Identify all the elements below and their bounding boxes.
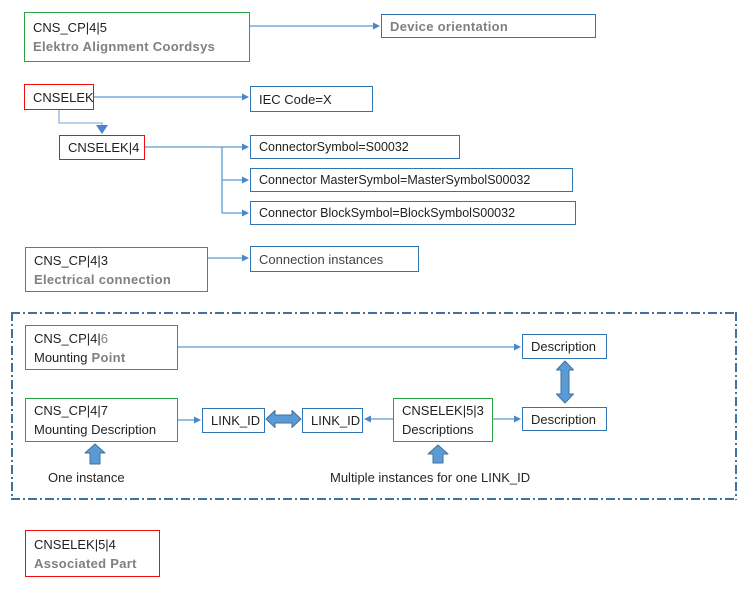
node-id: CNS_CP|4|6 xyxy=(34,329,169,348)
arrowhead-linkid-right xyxy=(364,415,371,423)
node-cns-cp-4-3: CNS_CP|4|3 Electrical connection xyxy=(25,247,208,292)
node-cns-cp-4-5: CNS_CP|4|5 Elektro Alignment Coordsys xyxy=(24,12,250,62)
arrow-heads xyxy=(96,22,521,424)
arrowhead-iec xyxy=(242,93,249,101)
arrowhead-device-orientation xyxy=(373,22,380,30)
block-arrows xyxy=(84,360,574,465)
frame-edge-top xyxy=(11,312,737,314)
node-label: Connector MasterSymbol=MasterSymbolS0003… xyxy=(259,172,531,187)
arrowhead-cnselek4-down xyxy=(96,125,108,134)
node-connector-block-symbol: Connector BlockSymbol=BlockSymbolS00032 xyxy=(250,201,576,225)
node-subtitle: Elektro Alignment Coordsys xyxy=(33,39,216,54)
arrowhead-description-top xyxy=(514,343,521,351)
double-arrow-linkid-horizontal xyxy=(265,410,302,428)
node-cnselek: CNSELEK xyxy=(24,84,94,110)
frame-edge-left xyxy=(11,312,13,500)
node-id: CNS_CP|4|5 xyxy=(33,20,107,35)
node-cnselek-4: CNSELEK|4 xyxy=(59,135,145,160)
node-id: CNSELEK|5|3 xyxy=(402,403,484,418)
node-cns-cp-4-7: CNS_CP|4|7 Mounting Description xyxy=(25,398,178,442)
node-cnselek-5-3: CNSELEK|5|3 Descriptions xyxy=(393,398,493,442)
up-arrow-multiple-instances xyxy=(427,444,449,464)
node-description-bottom: Description xyxy=(522,407,607,431)
node-subtitle: Associated Part xyxy=(34,555,137,571)
arrowhead-blocksymbol xyxy=(242,209,249,217)
node-connection-instances: Connection instances xyxy=(250,246,419,272)
annotation-multiple-instances: Multiple instances for one LINK_ID xyxy=(330,470,531,485)
arrowhead-linkid-left xyxy=(194,416,201,424)
node-connector-master-symbol: Connector MasterSymbol=MasterSymbolS0003… xyxy=(250,168,573,192)
annotation-one-instance: One instance xyxy=(48,470,125,485)
mounting-group-frame xyxy=(11,312,737,500)
node-link-id-right: LINK_ID xyxy=(302,408,363,433)
node-label: ConnectorSymbol=S00032 xyxy=(259,139,409,154)
connector-cnselek-elbow xyxy=(58,110,103,125)
node-subtitle: Electrical connection xyxy=(34,271,172,287)
node-id-main: CNS_CP|4| xyxy=(34,330,101,346)
node-label: Device orientation xyxy=(390,18,509,34)
node-label: CNSELEK|4 xyxy=(68,140,140,155)
node-subtitle: Mounting Description xyxy=(34,422,157,437)
node-label: Description xyxy=(531,339,597,354)
node-description-top: Description xyxy=(522,334,607,359)
node-iec-code: IEC Code=X xyxy=(250,86,373,112)
node-id: CNS_CP|4|7 xyxy=(34,403,108,418)
double-arrow-description-vertical xyxy=(556,360,574,404)
frame-edge-right xyxy=(735,312,737,500)
arrowhead-connectorsymbol xyxy=(242,143,249,151)
node-label: Description xyxy=(531,411,597,427)
arrowhead-mastersymbol xyxy=(242,176,249,184)
node-id-suffix: 6 xyxy=(100,330,108,346)
node-connector-symbol: ConnectorSymbol=S00032 xyxy=(250,135,460,159)
node-label: CNSELEK xyxy=(33,89,94,105)
node-id: CNSELEK|5|4 xyxy=(34,536,116,552)
frame-edge-bottom xyxy=(11,498,737,500)
node-label: IEC Code=X xyxy=(259,91,332,107)
up-arrow-one-instance xyxy=(84,443,106,465)
node-cnselek-5-4: CNSELEK|5|4 Associated Part xyxy=(25,530,160,577)
node-label: Connection instances xyxy=(259,251,384,267)
node-link-id-left: LINK_ID xyxy=(202,408,265,433)
node-label: LINK_ID xyxy=(211,413,261,428)
node-label: LINK_ID xyxy=(311,413,361,428)
node-subtitle: Descriptions xyxy=(402,422,474,437)
arrowhead-description-bottom xyxy=(514,415,521,423)
node-id: CNS_CP|4|3 xyxy=(34,252,108,268)
node-device-orientation: Device orientation xyxy=(381,14,596,38)
arrowhead-connection-instances xyxy=(242,254,249,262)
node-label: Connector BlockSymbol=BlockSymbolS00032 xyxy=(259,205,516,220)
node-subtitle-main: Mounting xyxy=(34,349,88,365)
node-subtitle-suffix: Point xyxy=(91,349,126,365)
